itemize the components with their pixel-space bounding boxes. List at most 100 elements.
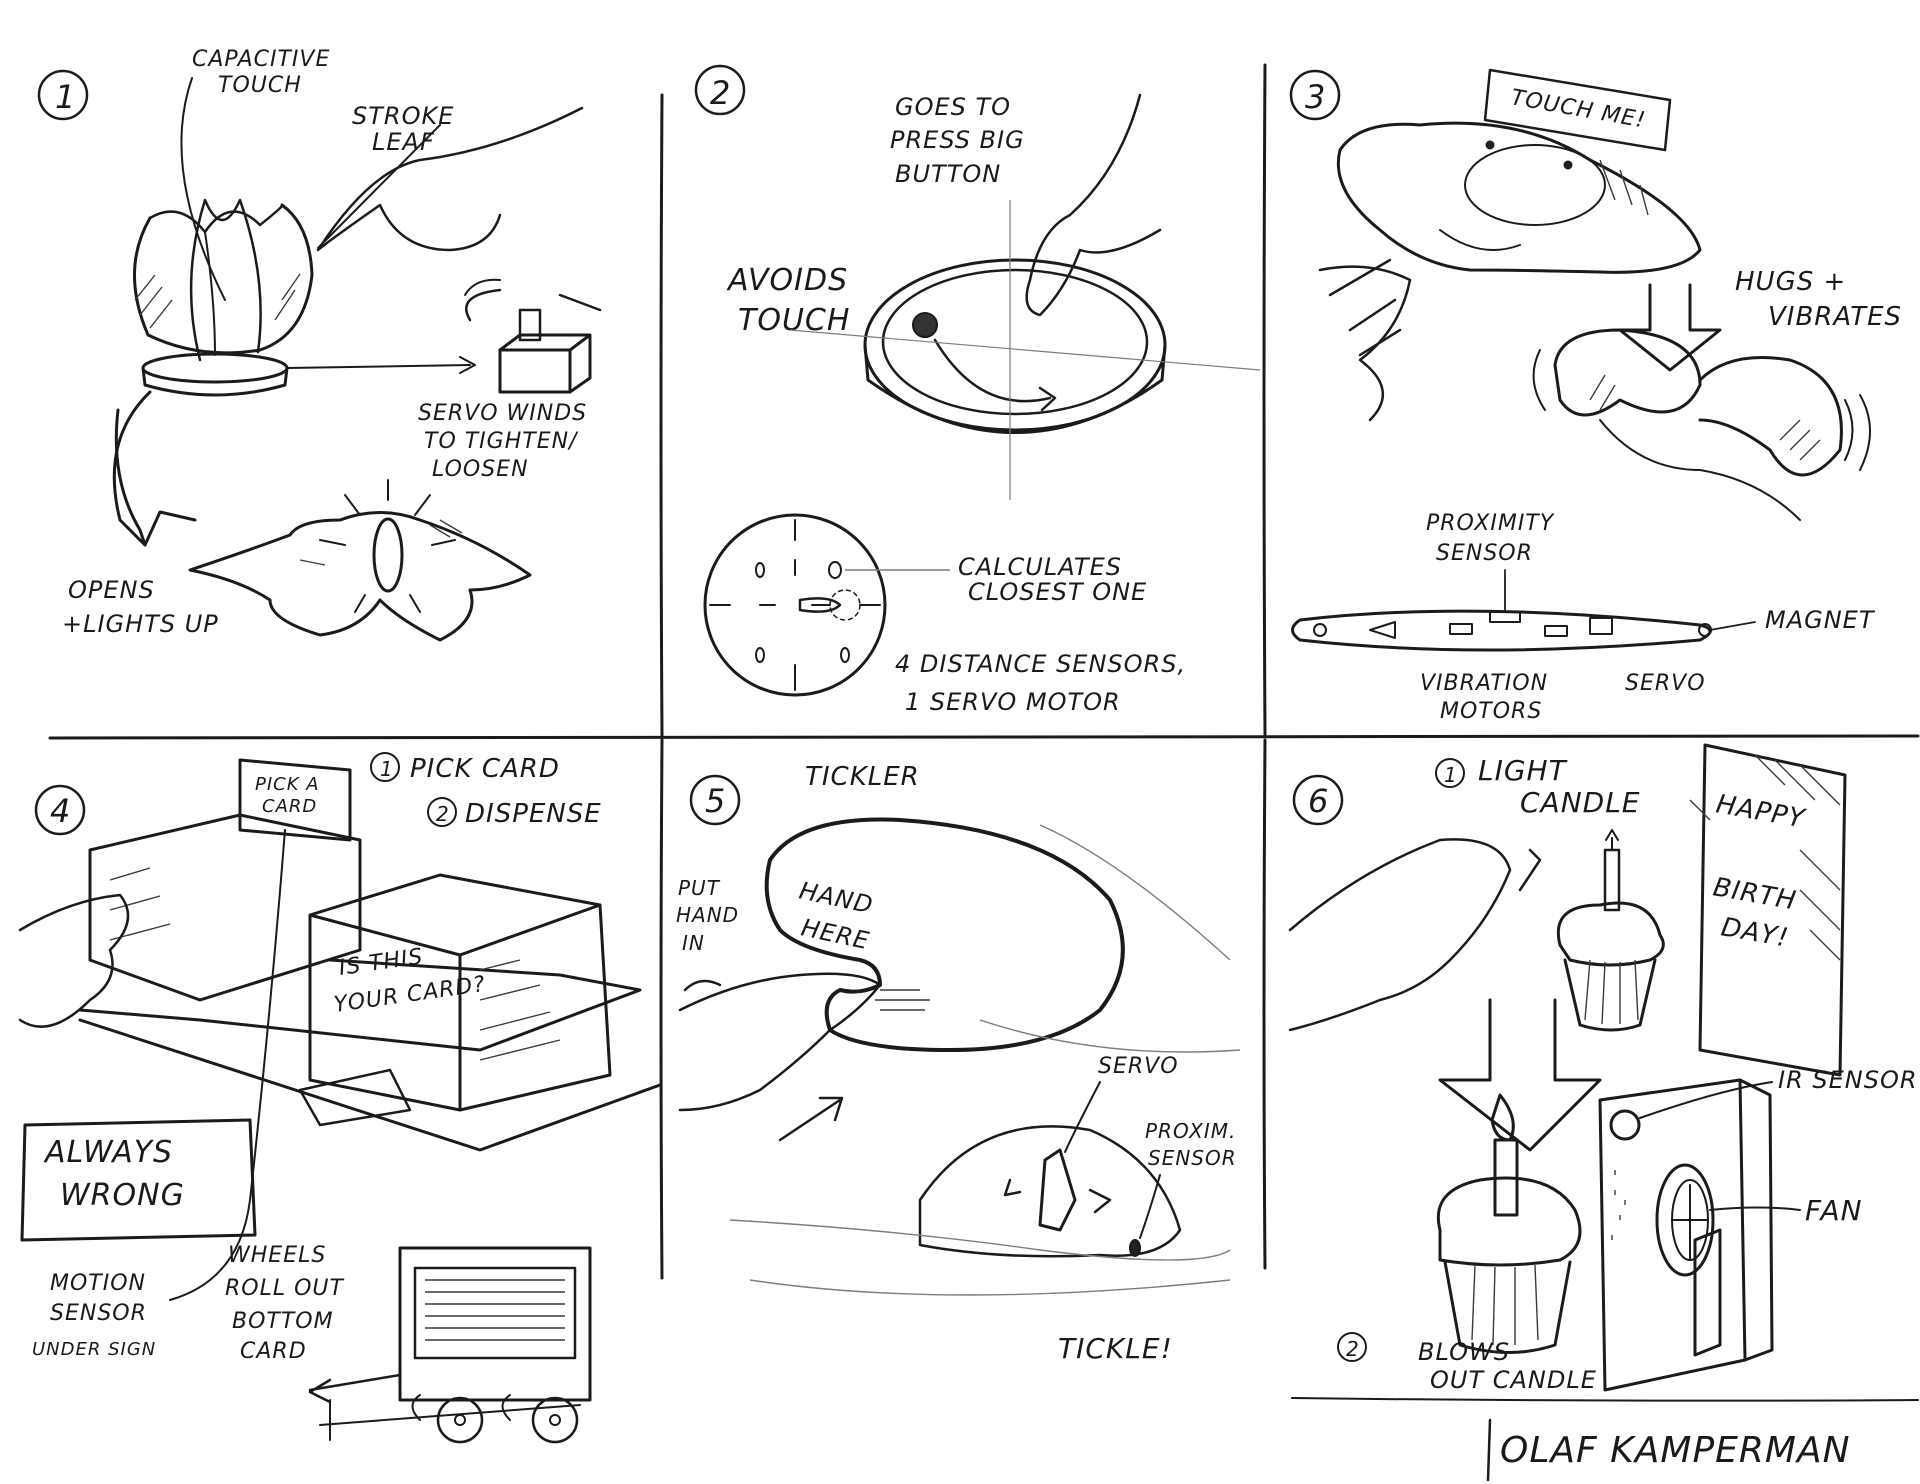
- put-hand-in-label-3: IN: [682, 931, 705, 955]
- pressing-hand: [1025, 93, 1162, 317]
- under-sign-label: UNDER SIGN: [32, 1339, 156, 1360]
- hugs-label: HUGS +: [1735, 267, 1846, 297]
- always-wrong-text-2: WRONG: [60, 1178, 185, 1213]
- blows-out-label: BLOWS: [1418, 1338, 1510, 1366]
- stroking-hand: [316, 106, 584, 252]
- always-wrong-sign: ALWAYS WRONG: [20, 1118, 257, 1242]
- open-flower-sketch: [188, 479, 532, 642]
- motion-sensor-label: MOTION: [50, 1271, 146, 1296]
- poster-text-3: DAY!: [1719, 912, 1791, 953]
- poster-text-2: BIRTH: [1711, 872, 1799, 916]
- inserted-hand: [678, 972, 882, 1112]
- fan-unit-sketch: [1598, 1078, 1774, 1392]
- light-step-number: 1: [1444, 763, 1458, 787]
- capacitive-label-2: TOUCH: [218, 73, 302, 98]
- wheels-label-4: CARD: [240, 1339, 307, 1364]
- ir-sensor-label: IR SENSOR: [1778, 1066, 1918, 1094]
- proxim-sensor-label-2: SENSOR: [1148, 1146, 1237, 1170]
- fan-label: FAN: [1805, 1194, 1863, 1227]
- poster-text: HAPPY: [1714, 789, 1809, 834]
- put-hand-in-label: PUT: [678, 876, 721, 900]
- calculates-label-2: CLOSEST ONE: [968, 578, 1147, 606]
- cupcake-blown-sketch: [1436, 1093, 1582, 1354]
- hug-arrow: [1618, 283, 1722, 372]
- dispense-label: DISPENSE: [465, 799, 602, 829]
- panel-3-number: 3: [1305, 78, 1326, 116]
- panel-2: 2 GOES TO PRESS BIG BUTTON AVOIDS TOUCH: [694, 64, 1261, 716]
- step-1-number: 1: [380, 757, 394, 781]
- goes-label: GOES TO: [895, 93, 1011, 121]
- sensors-label-2: 1 SERVO MOTOR: [905, 688, 1121, 716]
- panel-5-number: 5: [705, 782, 726, 820]
- stroke-label-2: LEAF: [372, 128, 435, 156]
- servo-winds-label-2: TO TIGHTEN/: [424, 429, 579, 454]
- card-hand: [18, 893, 130, 1028]
- servo-label-5: SERVO: [1098, 1054, 1179, 1079]
- down-arrow: [1438, 998, 1602, 1152]
- avoids-label-2: TOUCH: [738, 303, 850, 338]
- panel-2-number: 2: [710, 74, 731, 112]
- calculates-label: CALCULATES: [958, 553, 1122, 581]
- light-candle-label-2: CANDLE: [1520, 786, 1641, 819]
- stroke-label: STROKE: [352, 102, 454, 130]
- goes-label-2: PRESS BIG: [890, 126, 1025, 154]
- hugs-label-2: VIBRATES: [1768, 302, 1902, 332]
- light-candle-label: LIGHT: [1478, 754, 1568, 787]
- tickler-label: TICKLER: [805, 762, 920, 792]
- panel-1-number: 1: [55, 78, 76, 116]
- panel-6: 6 1 LIGHT CANDLE HAPPY BIRTH DAY!: [1288, 743, 1918, 1394]
- blows-out-label-2: OUT CANDLE: [1430, 1366, 1597, 1394]
- panel-1: 1 CAPACITIVE TOUCH STROKE LEAF: [37, 47, 602, 642]
- servo-winds-label: SERVO WINDS: [418, 401, 587, 426]
- vibration-label-2: MOTORS: [1440, 699, 1542, 724]
- always-wrong-text: ALWAYS: [43, 1135, 173, 1170]
- is-this-card-text: IS THIS: [337, 944, 425, 981]
- panel-4: 4 1 PICK CARD 2 DISPENSE PICK A CARD IS …: [18, 752, 662, 1444]
- put-hand-in-label-2: HAND: [676, 903, 739, 927]
- tickler-mechanism-sketch: [729, 1125, 1231, 1296]
- tickler-shell-sketch: HAND HERE: [764, 817, 1241, 1053]
- vibration-label: VIBRATION: [1420, 671, 1548, 696]
- panel-3: 3 TOUCH ME! HUGS + VIBRATES: [1289, 68, 1902, 724]
- proxim-sensor-label: PROXIM.: [1145, 1119, 1236, 1143]
- hugging-arms-sketch: [1532, 328, 1871, 521]
- proximity-label: PROXIMITY: [1426, 511, 1555, 536]
- cupcake-lit-sketch: [1557, 829, 1665, 1032]
- author-signature: OLAF KAMPERMAN: [1500, 1430, 1851, 1471]
- birthday-poster: HAPPY BIRTH DAY!: [1689, 743, 1847, 1077]
- motion-sensor-label-2: SENSOR: [50, 1301, 147, 1326]
- wheels-label: WHEELS: [228, 1243, 326, 1268]
- wheels-label-3: BOTTOM: [232, 1309, 334, 1334]
- blows-step-number: 2: [1346, 1337, 1360, 1361]
- pick-a-card-sign: PICK A: [255, 774, 320, 795]
- lighter-hand: [1288, 838, 1542, 1032]
- pick-a-card-sign-2: CARD: [262, 796, 317, 817]
- avoids-label: AVOIDS: [726, 263, 848, 298]
- opens-label-2: +LIGHTS UP: [62, 610, 219, 638]
- wheels-label-2: ROLL OUT: [225, 1276, 345, 1301]
- big-button-sketch: [789, 200, 1261, 500]
- opens-label: OPENS: [68, 576, 155, 604]
- hand-here-text: HAND: [797, 876, 876, 919]
- magnet-label: MAGNET: [1765, 606, 1876, 634]
- touch-me-sign: TOUCH ME!: [1483, 68, 1672, 152]
- servo-winds-label-3: LOOSEN: [432, 457, 529, 482]
- panel-grid: [48, 63, 1920, 1402]
- step-2-number: 2: [436, 802, 450, 826]
- reaching-hand: [1318, 258, 1412, 422]
- capacitive-label: CAPACITIVE: [192, 47, 330, 72]
- flower-bud-sketch: [133, 198, 476, 397]
- pick-card-label: PICK CARD: [410, 754, 560, 784]
- hugging-creature-sketch: [1336, 121, 1702, 274]
- tickle-label: TICKLE!: [1058, 1332, 1173, 1365]
- sensors-label: 4 DISTANCE SENSORS,: [895, 650, 1186, 678]
- card-dispenser-detail: [308, 1246, 592, 1444]
- sensor-diagram: [703, 513, 950, 697]
- goes-label-3: BUTTON: [895, 160, 1001, 188]
- servo-label-3: SERVO: [1625, 671, 1706, 696]
- panel-5: 5 TICKLER PUT HAND IN HAND HERE SERVO PR…: [676, 762, 1241, 1365]
- servo-sketch: [464, 278, 602, 394]
- panel-6-number: 6: [1308, 782, 1329, 820]
- proximity-label-2: SENSOR: [1436, 541, 1533, 566]
